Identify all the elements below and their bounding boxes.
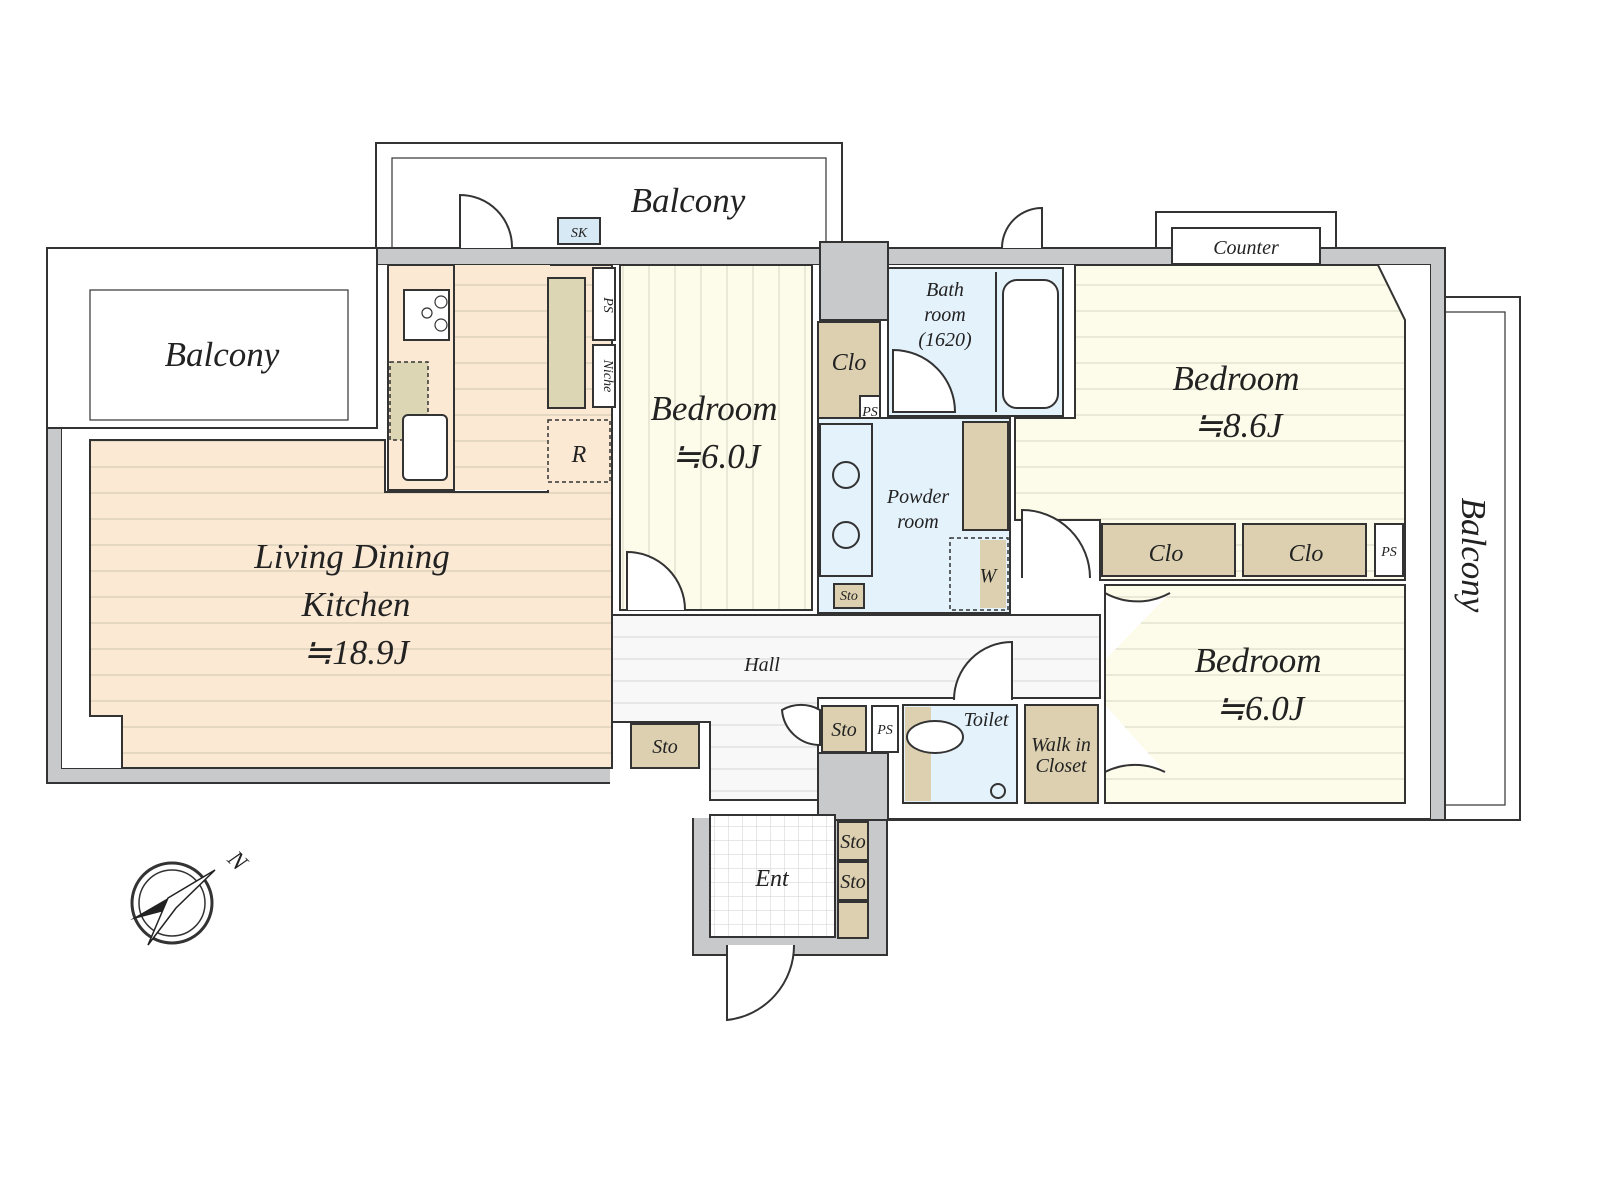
bath-label-line2: room: [924, 304, 965, 326]
balcony-top: Balcony SK: [375, 142, 843, 249]
bedroom-se-label: Bedroom: [1194, 641, 1321, 680]
room-toilet: Toilet: [902, 704, 1018, 804]
ps-closet-label: PS: [861, 405, 878, 420]
hall-label: Hall: [743, 654, 780, 676]
wic-label-line1: Walk in: [1031, 734, 1091, 756]
washer-label: W: [980, 565, 999, 587]
sto-hall-label: Sto: [652, 736, 678, 758]
sto-toilet-door[interactable]: [780, 703, 821, 747]
basin-icon: [832, 521, 860, 549]
walk-in-closet: [1024, 704, 1099, 804]
balcony-left-label: Balcony: [165, 335, 280, 374]
counter: Counter: [1155, 211, 1337, 265]
sto-ent-2-label: Sto: [840, 871, 866, 893]
room-bath: Bath room (1620): [887, 267, 1064, 417]
closet-2: [1242, 523, 1367, 577]
hand-basin-icon: [990, 783, 1006, 799]
ldk-label-line2: Kitchen: [301, 585, 411, 624]
sto-hall: [630, 723, 700, 769]
sto-toilet: [821, 705, 867, 753]
entrance-label: Ent: [754, 866, 790, 892]
niche-label: Niche: [600, 359, 615, 393]
bedroom-center-label: Bedroom: [650, 389, 777, 428]
ldk-size: ≒18.9J: [303, 633, 411, 672]
bath-label-line1: Bath: [926, 279, 964, 301]
bath-door[interactable]: [892, 348, 957, 413]
powder-label-line2: room: [897, 511, 938, 533]
bedroom-center-door[interactable]: [626, 550, 686, 611]
balcony-right-label: Balcony: [1454, 498, 1493, 613]
sink-icon: [402, 414, 448, 481]
bathtub-icon: [1002, 279, 1059, 409]
basin-icon: [832, 461, 860, 489]
ps-kitchen: [592, 267, 616, 341]
refrigerator-label: R: [571, 442, 587, 468]
stove-icon: [403, 289, 450, 341]
bedroom-ne-door[interactable]: [1021, 508, 1091, 579]
niche: [592, 344, 616, 408]
counter-label: Counter: [1213, 237, 1279, 259]
room-bedroom-center: Bedroom ≒6.0J: [619, 264, 813, 611]
ldk-label-line1: Living Dining: [253, 537, 449, 576]
wic-label-line2: Closet: [1035, 755, 1087, 777]
bedroom-ne-label: Bedroom: [1172, 359, 1299, 398]
sk-label: SK: [571, 226, 588, 241]
room-powder: Powder room W Sto: [817, 417, 1011, 614]
north-label: N: [221, 845, 253, 877]
closet-1-label: Clo: [1149, 541, 1184, 567]
toilet-bowl-icon: [906, 720, 964, 754]
kitchen-cabinet: [547, 277, 586, 409]
slop-sink: [557, 217, 601, 245]
bath-window-door[interactable]: [1001, 206, 1043, 249]
compass: N: [130, 845, 253, 946]
bedroom-se-door-1[interactable]: [1104, 591, 1171, 660]
kitchen-counter: [387, 264, 455, 491]
closet-2-label: Clo: [1289, 541, 1324, 567]
refrigerator-space: [547, 419, 611, 483]
bedroom-se-size: ≒6.0J: [1216, 689, 1306, 728]
closet-1: [1101, 523, 1236, 577]
sto-ent-1-label: Sto: [840, 831, 866, 853]
toilet-label: Toilet: [964, 709, 1009, 731]
bedroom-center-size: ≒6.0J: [672, 437, 762, 476]
balcony-left: Balcony: [46, 247, 378, 429]
vanity: [819, 423, 873, 577]
powder-label-line1: Powder: [886, 486, 949, 508]
ps-right-label: PS: [1380, 545, 1397, 560]
entrance-door[interactable]: [726, 944, 796, 1022]
bedroom-ne-size: ≒8.6J: [1194, 406, 1284, 445]
toilet-door[interactable]: [953, 640, 1013, 701]
bath-label-line3: (1620): [918, 329, 972, 351]
bedroom-se-door-2[interactable]: [1104, 705, 1166, 774]
sto-toilet-label: Sto: [831, 719, 857, 741]
room-entrance: Ent Sto Sto: [709, 814, 869, 939]
room-bedroom-ne: Bedroom ≒8.6J: [1014, 264, 1406, 581]
ps-toilet-label: PS: [876, 723, 893, 738]
balcony-right: Balcony: [1444, 296, 1521, 821]
ps-kitchen-label: PS: [600, 296, 615, 313]
balcony-door[interactable]: [459, 193, 514, 249]
room-ldk: Living Dining Kitchen ≒18.9J: [89, 264, 613, 769]
room-bedroom-se: Bedroom ≒6.0J: [1104, 584, 1406, 804]
closet-center-label: Clo: [832, 350, 867, 376]
sto-powder-label: Sto: [840, 589, 858, 604]
balcony-top-label: Balcony: [631, 181, 746, 220]
